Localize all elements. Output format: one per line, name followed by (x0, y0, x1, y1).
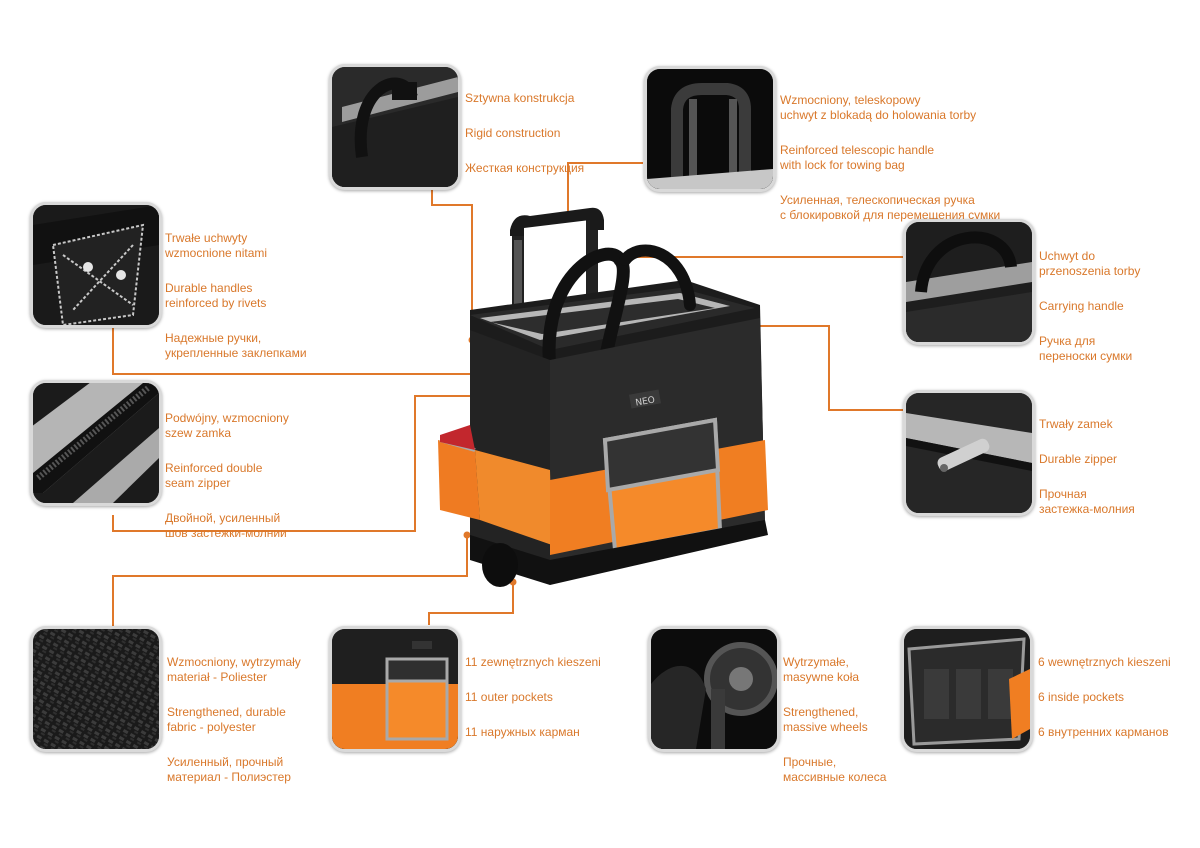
leader-handles (112, 328, 550, 375)
label-telescopic-ru: Усиленная, телескопическая ручка с блоки… (780, 193, 1001, 222)
label-inside-pl: 6 wewnętrznych kieszeni (1038, 655, 1171, 669)
label-seam: Podwójny, wzmocniony szew zamka Reinforc… (165, 396, 289, 561)
label-carrying: Uchwyt do przenoszenia torby Carrying ha… (1039, 234, 1140, 384)
label-inside: 6 wewnętrznych kieszeni 6 inside pockets… (1038, 640, 1171, 760)
polyester-fabric-icon (33, 629, 159, 749)
rivet-handle-icon (33, 205, 159, 325)
telescopic-handle-icon (647, 69, 773, 189)
label-outer: 11 zewnętrznych kieszeni 11 outer pocket… (465, 640, 601, 760)
thumb-telescopic (644, 66, 776, 192)
label-carrying-ru: Ручка для переноски сумки (1039, 334, 1133, 363)
label-zipper: Trwały zamek Durable zipper Прочная заст… (1039, 402, 1135, 537)
label-fabric: Wzmocniony, wytrzymały materiał - Polies… (167, 640, 301, 805)
frame-closeup-icon (332, 67, 458, 187)
label-fabric-ru: Усиленный, прочный материал - Полиэстер (167, 755, 291, 784)
label-telescopic-pl: Wzmocniony, teleskopowy uchwyt z blokadą… (780, 93, 977, 122)
label-handles: Trwałe uchwyty wzmocnione nitami Durable… (165, 216, 307, 381)
thumb-rigid (329, 64, 461, 190)
label-rigid-pl: Sztywna konstrukcja (465, 91, 575, 105)
inside-pockets-icon (904, 629, 1030, 749)
thumb-outer (329, 626, 461, 752)
tool-bag-illustration: NEO (438, 207, 768, 587)
leader-seam (112, 395, 480, 532)
label-wheels-en: Strengthened, massive wheels (783, 705, 868, 734)
label-fabric-pl: Wzmocniony, wytrzymały materiał - Polies… (167, 655, 301, 684)
label-handles-pl: Trwałe uchwyty wzmocnione nitami (165, 231, 268, 260)
label-wheels-ru: Прочные, массивные колеса (783, 755, 887, 784)
label-outer-ru: 11 наружных карман (465, 725, 580, 739)
thumb-zipper (903, 390, 1035, 516)
zipper-pull-icon (906, 393, 1032, 513)
leader-rigid (431, 190, 473, 340)
label-fabric-en: Strengthened, durable fabric - polyester (167, 705, 286, 734)
label-outer-en: 11 outer pockets (465, 690, 553, 704)
label-rigid: Sztywna konstrukcja Rigid construction Ж… (465, 76, 584, 196)
label-inside-en: 6 inside pockets (1038, 690, 1125, 704)
thumb-inside (901, 626, 1033, 752)
label-rigid-en: Rigid construction (465, 126, 561, 140)
outer-pockets-icon (332, 629, 458, 749)
label-wheels: Wytrzymałe, masywne koła Strengthened, m… (783, 640, 886, 805)
label-seam-en: Reinforced double seam zipper (165, 461, 263, 490)
thumb-fabric (30, 626, 162, 752)
brand-logo: NEO (635, 395, 656, 408)
carrying-handle-icon (906, 222, 1032, 342)
label-seam-pl: Podwójny, wzmocniony szew zamka (165, 411, 289, 440)
label-carrying-en: Carrying handle (1039, 299, 1124, 313)
label-zipper-en: Durable zipper (1039, 452, 1118, 466)
label-rigid-ru: Жесткая конструкция (465, 161, 585, 175)
label-handles-ru: Надежные ручки, укрепленные заклепками (165, 331, 307, 360)
wheel-icon (651, 629, 777, 749)
label-zipper-pl: Trwały zamek (1039, 417, 1113, 431)
label-wheels-pl: Wytrzymałe, masywne koła (783, 655, 860, 684)
double-seam-zipper-icon (33, 383, 159, 503)
thumb-handles (30, 202, 162, 328)
label-telescopic: Wzmocniony, teleskopowy uchwyt z blokadą… (780, 78, 1000, 243)
label-telescopic-en: Reinforced telescopic handle with lock f… (780, 143, 935, 172)
label-carrying-pl: Uchwyt do przenoszenia torby (1039, 249, 1141, 278)
leader-fabric (112, 535, 468, 628)
leader-outer (428, 582, 514, 625)
label-zipper-ru: Прочная застежка-молния (1039, 487, 1135, 516)
thumb-seam (30, 380, 162, 506)
label-inside-ru: 6 внутренних карманов (1038, 725, 1169, 739)
leader-telescopic (567, 162, 643, 215)
thumb-wheels (648, 626, 780, 752)
label-seam-ru: Двойной, усиленный шов застежки-молнии (165, 511, 287, 540)
label-handles-en: Durable handles reinforced by rivets (165, 281, 267, 310)
label-outer-pl: 11 zewnętrznych kieszeni (465, 655, 601, 669)
thumb-carrying (903, 219, 1035, 345)
